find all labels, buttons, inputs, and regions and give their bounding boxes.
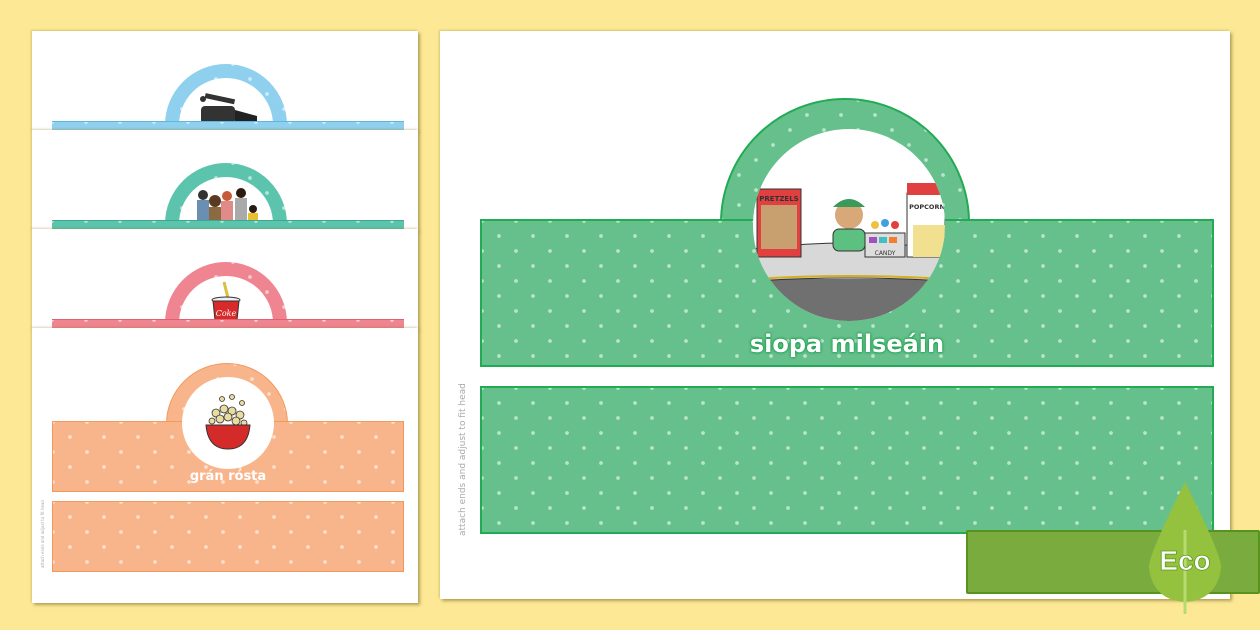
thumbnail-page-camera[interactable] (32, 31, 418, 131)
instruction-note: attach ends and adjust to fit head (40, 500, 45, 568)
headband-label: siopa milseáin (749, 330, 945, 358)
people-group-icon (197, 188, 258, 227)
headband-back-strip (480, 386, 1214, 534)
svg-text:POPCORN: POPCORN (909, 203, 945, 211)
eco-leaf-icon: Eco (1148, 482, 1222, 614)
popcorn-bowl-icon (205, 394, 251, 450)
headband-strip (52, 319, 404, 329)
video-camera-icon (200, 93, 257, 124)
thumbnail-page-people[interactable] (32, 130, 418, 230)
picture-circle: PRETZELS CANDY POPCORN (753, 129, 945, 321)
headband-strip (52, 121, 404, 131)
picture-circle (182, 377, 274, 469)
svg-text:Eco: Eco (1159, 545, 1210, 576)
headband-back-strip (52, 501, 404, 572)
headband-label: grán rósta (189, 469, 267, 484)
concession-stand-scene: PRETZELS CANDY POPCORN (753, 183, 945, 321)
thumbnail-page-popcorn[interactable]: grán rósta attach ends and adjust to fit… (32, 328, 418, 603)
headband-strip (52, 220, 404, 230)
instruction-note: attach ends and adjust to fit head (458, 383, 468, 536)
main-page-preview[interactable]: PRETZELS CANDY POPCORN siopa milseáin at… (440, 31, 1230, 599)
svg-text:PRETZELS: PRETZELS (759, 195, 798, 203)
svg-text:CANDY: CANDY (875, 250, 896, 257)
thumbnail-page-soda[interactable]: Coke (32, 229, 418, 329)
svg-text:Coke: Coke (216, 309, 237, 318)
